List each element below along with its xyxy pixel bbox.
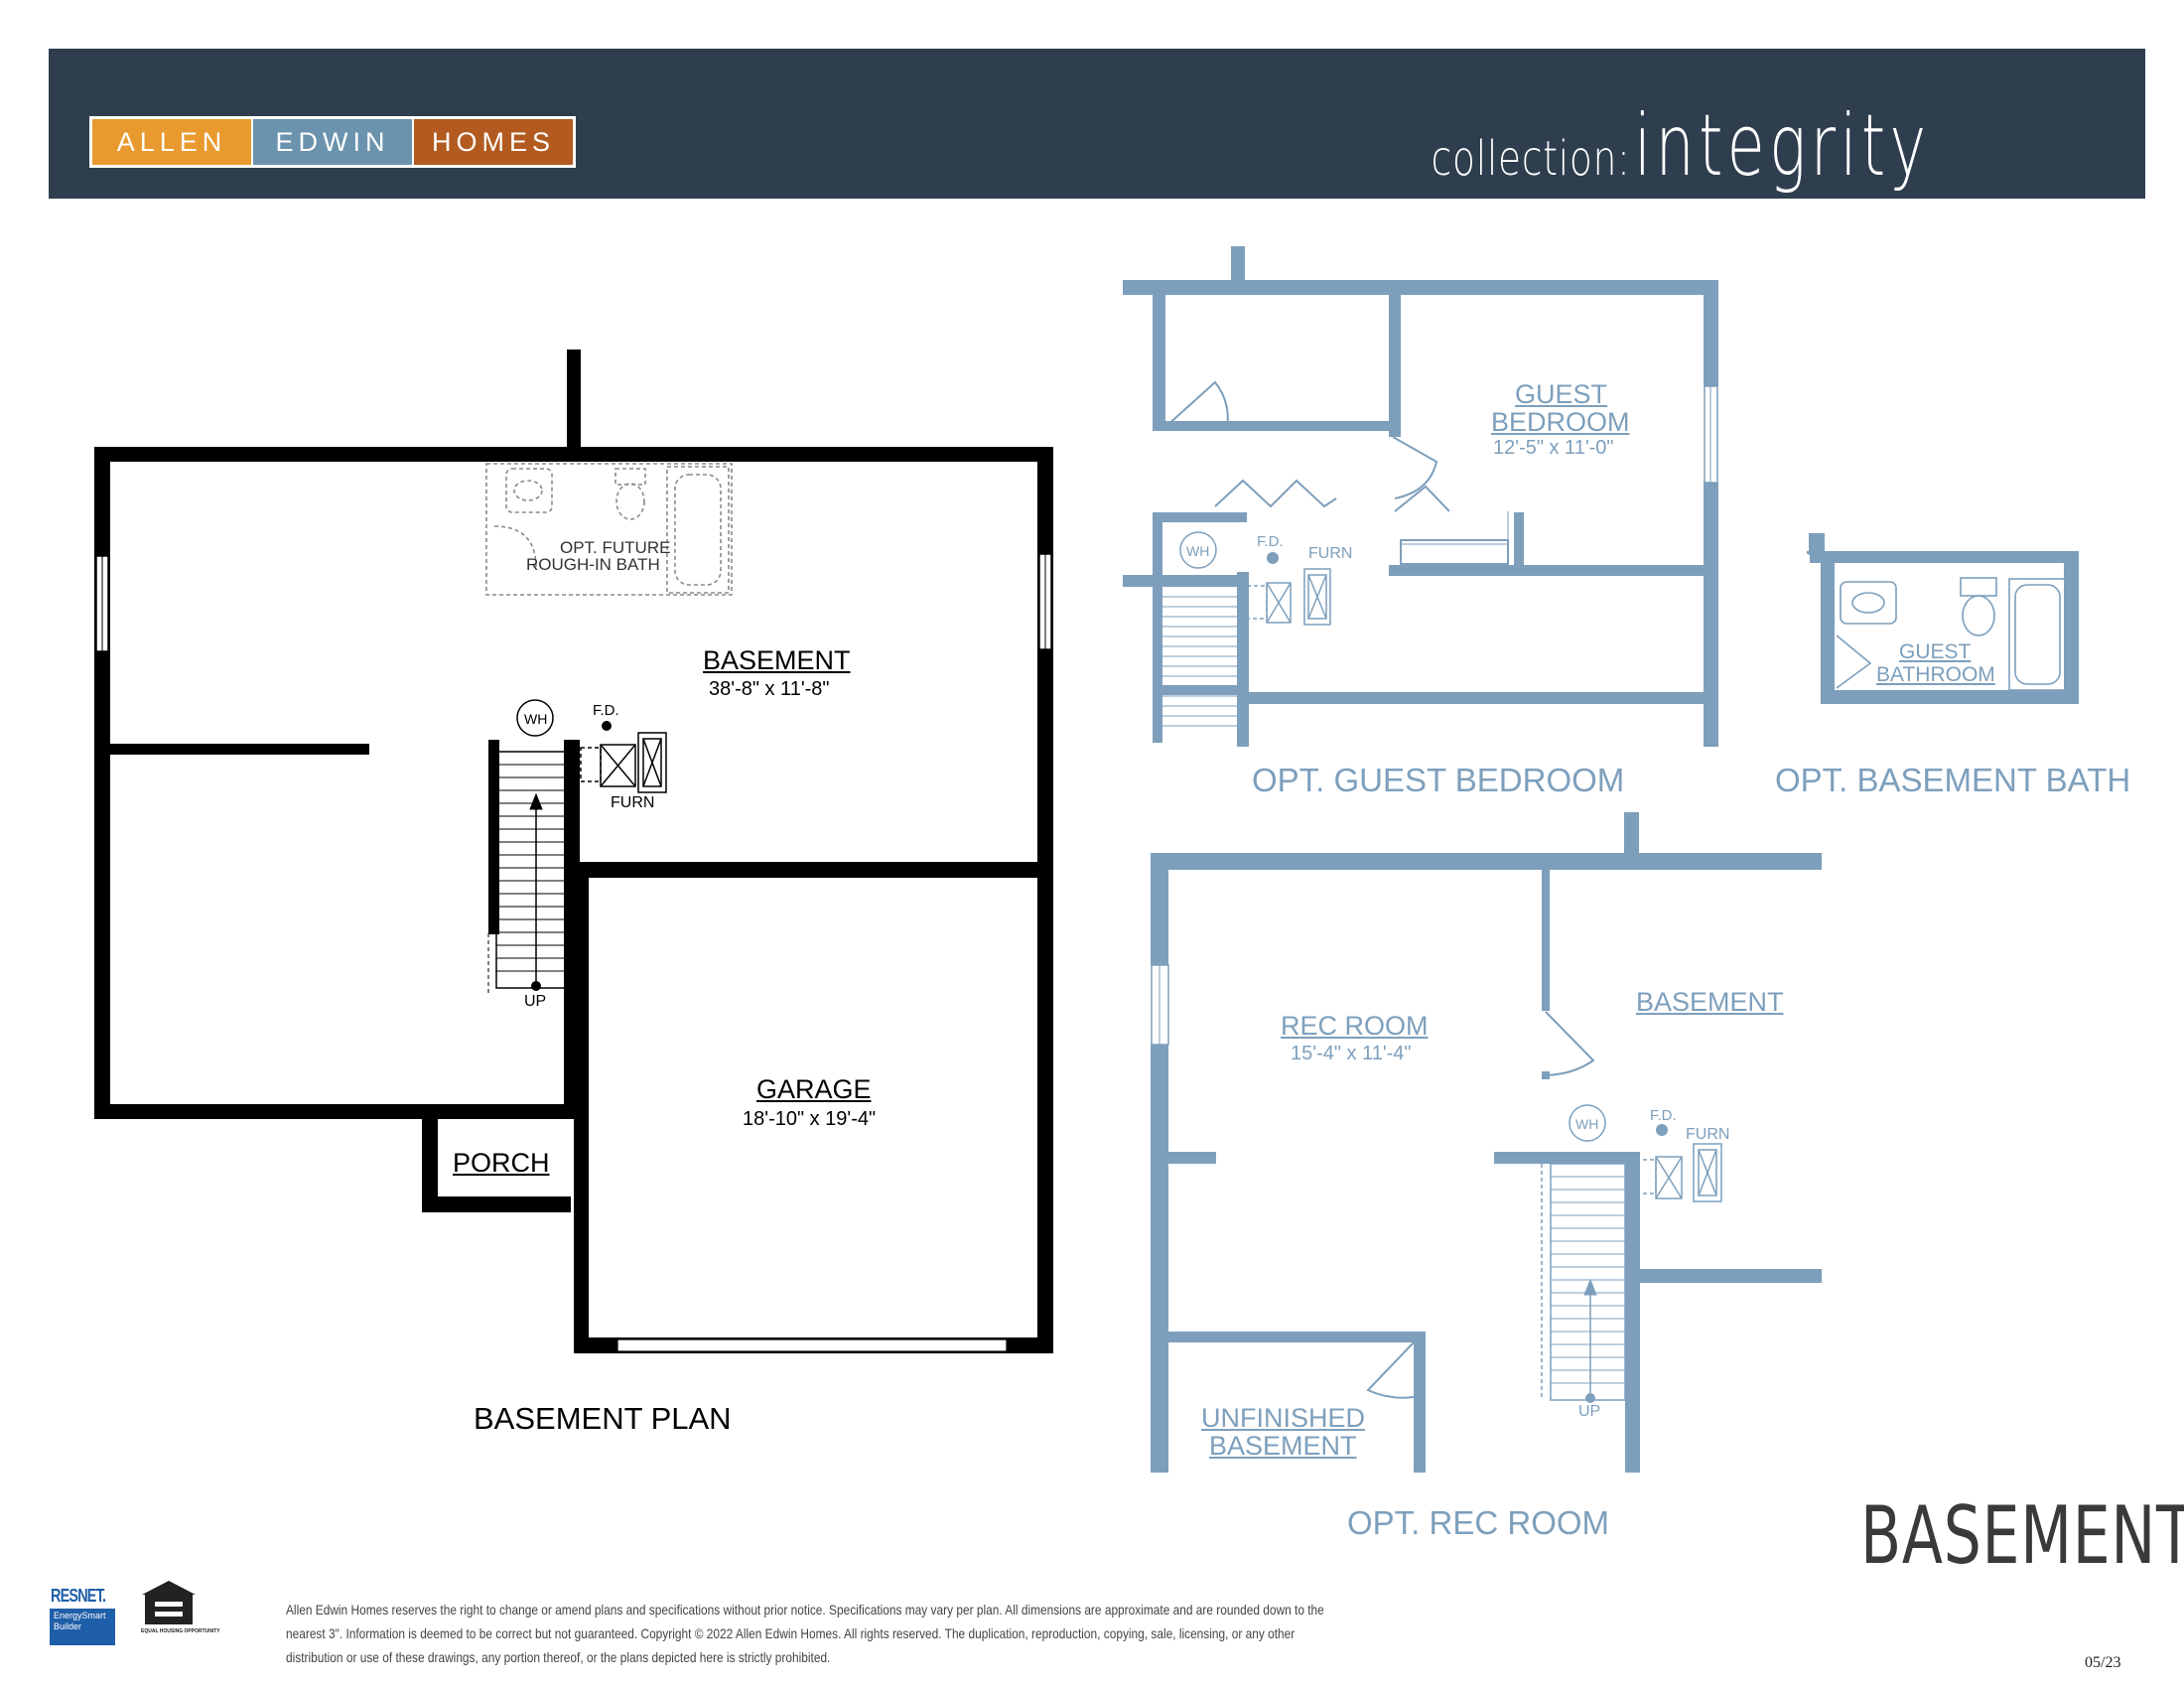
guest-wh-label: WH (1186, 543, 1210, 559)
porch-room-name: PORCH (453, 1148, 550, 1178)
header-banner: ALLEN EDWIN HOMES collection: integrity (49, 49, 2145, 199)
garage-room-dims: 18'-10" x 19'-4" (743, 1108, 877, 1130)
collection-title: collection: integrity (1375, 96, 2046, 196)
guest-bedroom-caption: OPT. GUEST BEDROOM (1252, 762, 1625, 798)
logo-word-homes: HOMES (414, 119, 573, 165)
guest-bedroom-name-line1: GUEST (1515, 379, 1608, 409)
revision-date: 05/23 (2085, 1654, 2121, 1671)
guest-fd-label: F.D. (1257, 533, 1284, 550)
basement-room-dims: 38'-8" x 11'-8" (709, 678, 830, 700)
stairs-up-label: UP (524, 993, 547, 1010)
collection-name: integrity (1634, 96, 1931, 196)
collection-label: collection: (1431, 131, 1631, 187)
basement-room-name: BASEMENT (703, 645, 851, 675)
basement-bath-caption: OPT. BASEMENT BATH (1775, 762, 2131, 798)
rec-room-dims: 15'-4" x 11'-4" (1291, 1043, 1412, 1064)
unfinished-basement-line2: BASEMENT (1209, 1431, 1357, 1461)
main-walls (94, 350, 1053, 1353)
resnet-subtitle-1: EnergySmart (54, 1611, 106, 1620)
page-title: BASEMENT (1860, 1489, 2184, 1582)
rec-basement-name: BASEMENT (1636, 987, 1784, 1017)
logo-word-edwin: EDWIN (251, 119, 414, 165)
equal-housing-icon (142, 1581, 196, 1624)
garage-room-name: GARAGE (756, 1074, 872, 1104)
rec-room-plan (1151, 812, 1822, 1473)
water-heater-label: WH (524, 711, 548, 727)
main-plan-caption: BASEMENT PLAN (474, 1401, 732, 1436)
unfinished-basement-line1: UNFINISHED (1201, 1403, 1366, 1433)
legal-disclaimer: Allen Edwin Homes reserves the right to … (286, 1602, 1324, 1665)
guest-bedroom-name-line2: BEDROOM (1491, 407, 1630, 437)
main-stairs (487, 751, 571, 993)
rough-in-bath-fixtures (485, 463, 733, 596)
rec-furn-label: FURN (1686, 1126, 1730, 1143)
guest-bedroom-plan (1123, 246, 1718, 747)
furnace-icon (580, 732, 667, 793)
basement-bath-plan (1807, 533, 2079, 704)
resnet-subtitle-2: Builder (54, 1621, 82, 1631)
rec-fd-label: F.D. (1650, 1107, 1677, 1124)
bath-note-line2: ROUGH-IN BATH (526, 555, 660, 574)
rec-wh-label: WH (1575, 1116, 1599, 1132)
equal-housing-text: EQUAL HOUSING OPPORTUNITY (141, 1628, 220, 1634)
logo-word-allen: ALLEN (92, 119, 251, 165)
brand-logo: ALLEN EDWIN HOMES (89, 116, 576, 168)
guest-bedroom-dims: 12'-5" x 11'-0" (1493, 437, 1614, 459)
floor-drain-label: F.D. (593, 702, 619, 719)
rec-room-caption: OPT. REC ROOM (1347, 1504, 1610, 1541)
resnet-title: RESNET. (51, 1586, 106, 1606)
main-basement-plan (94, 350, 1053, 1353)
furnace-label: FURN (611, 794, 655, 811)
guest-bath-name-line1: GUEST (1899, 640, 1972, 663)
guest-furn-label: FURN (1308, 545, 1353, 562)
rec-up-label: UP (1578, 1403, 1601, 1420)
resnet-badge (49, 1584, 116, 1645)
guest-bath-name-line2: BATHROOM (1876, 663, 1995, 686)
bath-note-line1: OPT. FUTURE (560, 538, 671, 557)
rec-room-name: REC ROOM (1281, 1011, 1429, 1041)
